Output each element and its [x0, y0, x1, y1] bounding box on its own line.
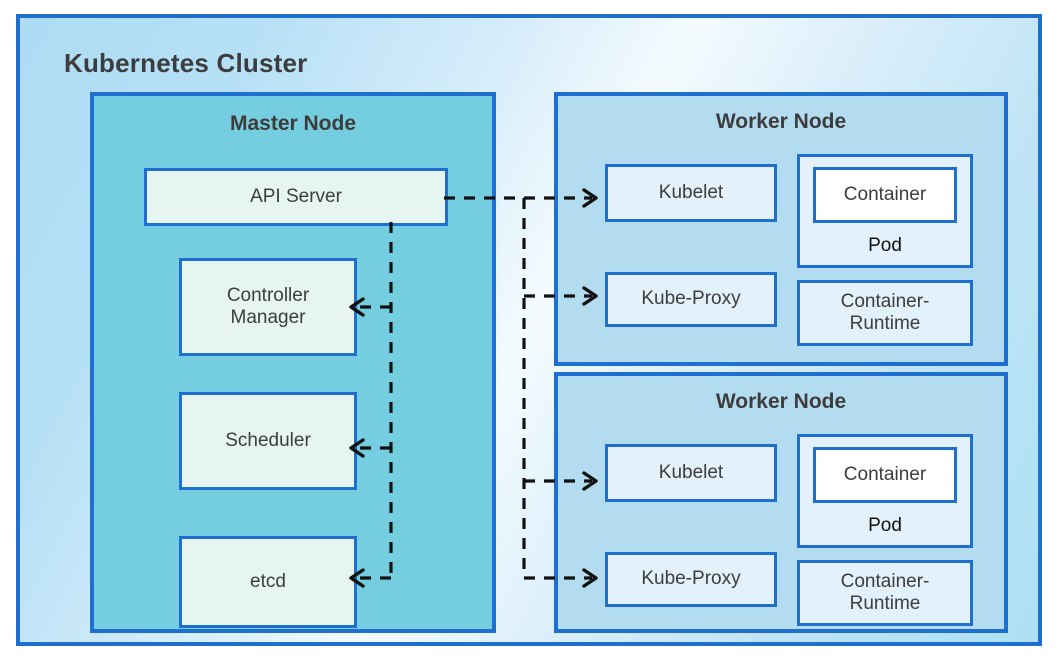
kube-proxy-label: Kube-Proxy: [641, 288, 741, 310]
worker-node-2-kubelet-box[interactable]: Kubelet: [605, 444, 777, 502]
api-server-box[interactable]: API Server: [144, 168, 448, 226]
worker-node-2-kube-proxy-box[interactable]: Kube-Proxy: [605, 552, 777, 607]
etcd-box[interactable]: etcd: [179, 536, 357, 628]
worker-node-1-pod-box[interactable]: Container Pod: [797, 154, 973, 268]
worker-node-1-title: Worker Node: [715, 110, 847, 133]
controller-manager-label: Controller Manager: [226, 284, 310, 328]
container-label: Container: [843, 183, 927, 205]
worker-node-2-container-box[interactable]: Container: [813, 447, 957, 503]
kubelet-label: Kubelet: [658, 181, 724, 203]
worker-node-1-container-box[interactable]: Container: [813, 167, 957, 223]
kubelet-label: Kubelet: [658, 461, 724, 483]
pod-label: Pod: [868, 514, 902, 536]
cluster-title: Kubernetes Cluster: [64, 48, 308, 78]
worker-node-2-pod-box[interactable]: Container Pod: [797, 434, 973, 548]
pod-label: Pod: [868, 234, 902, 256]
container-runtime-label: Container- Runtime: [840, 570, 930, 614]
worker-node-1-panel: Worker Node Kubelet Kube-Proxy Container…: [554, 92, 1008, 366]
scheduler-box[interactable]: Scheduler: [179, 392, 357, 490]
container-runtime-label: Container- Runtime: [840, 290, 930, 334]
kube-proxy-label: Kube-Proxy: [641, 568, 741, 590]
master-node-panel: Master Node API Server Controller Manage…: [90, 92, 496, 633]
worker-node-2-title: Worker Node: [715, 390, 847, 413]
etcd-label: etcd: [250, 570, 286, 592]
worker-node-1-kubelet-box[interactable]: Kubelet: [605, 164, 777, 222]
scheduler-label: Scheduler: [225, 429, 311, 451]
worker-node-2-panel: Worker Node Kubelet Kube-Proxy Container…: [554, 372, 1008, 633]
master-node-title: Master Node: [229, 112, 357, 135]
api-server-label: API Server: [250, 185, 342, 207]
controller-manager-box[interactable]: Controller Manager: [179, 258, 357, 356]
worker-node-1-kube-proxy-box[interactable]: Kube-Proxy: [605, 272, 777, 327]
container-label: Container: [843, 463, 927, 485]
worker-node-1-container-runtime-box[interactable]: Container- Runtime: [797, 280, 973, 346]
worker-node-2-container-runtime-box[interactable]: Container- Runtime: [797, 560, 973, 626]
